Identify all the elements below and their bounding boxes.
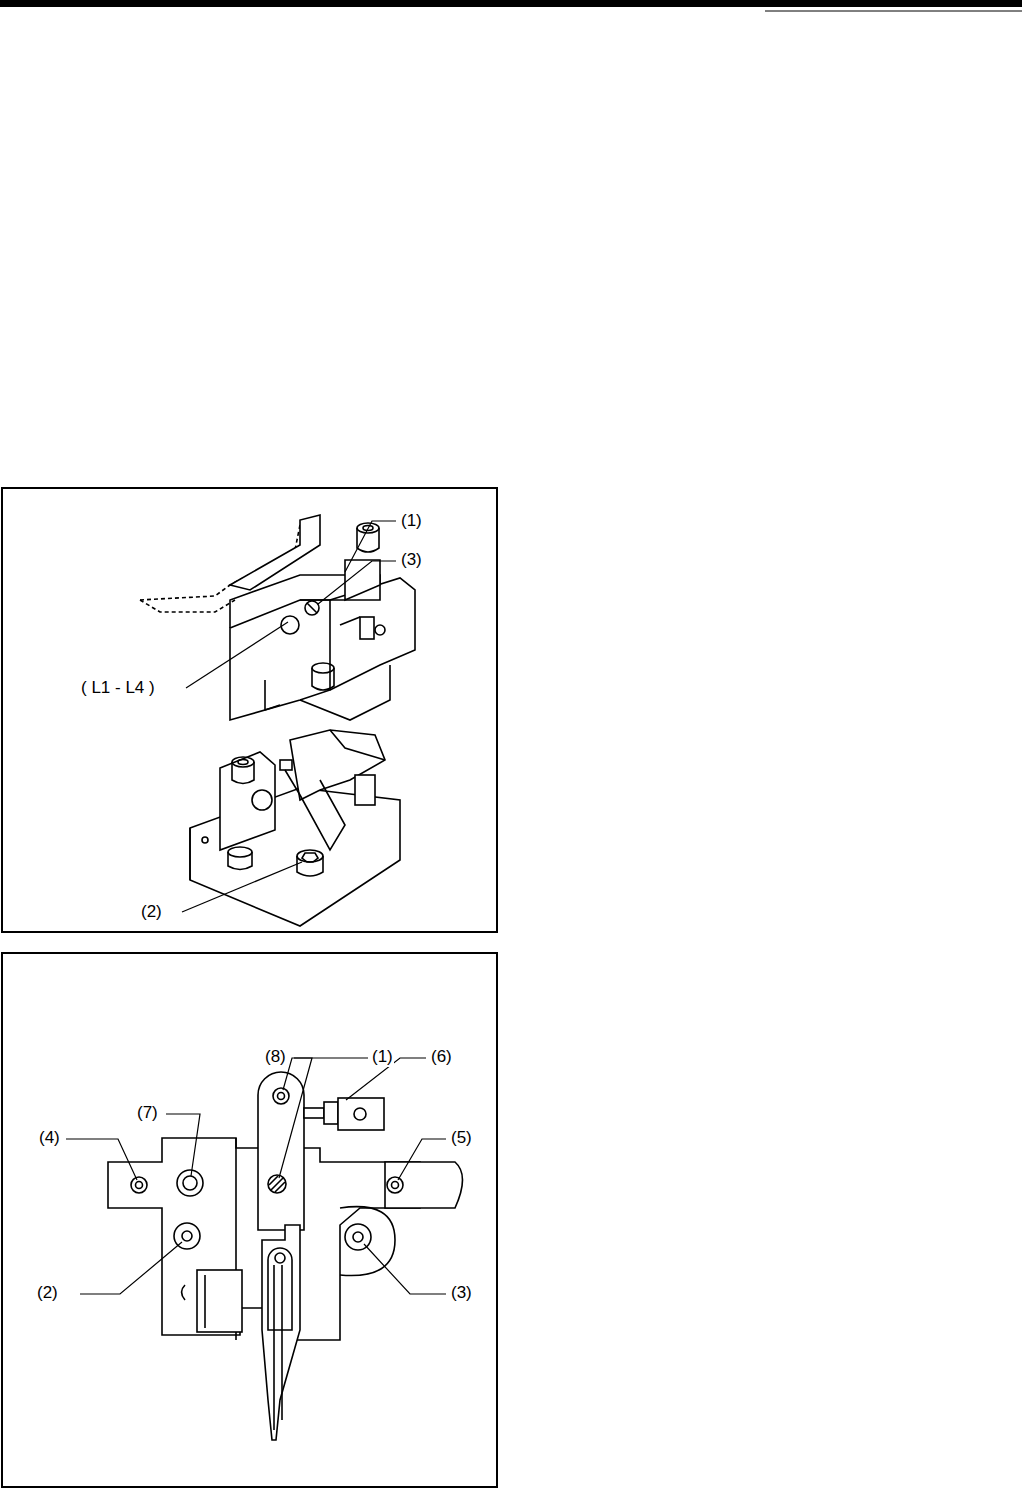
- callout-number: (2): [140, 903, 163, 922]
- callout-number: (1): [400, 512, 423, 531]
- callout-number: (1): [371, 1048, 394, 1067]
- callout-number: (7): [136, 1104, 159, 1123]
- callout-number: (2): [36, 1284, 59, 1303]
- callout-number: (4): [38, 1129, 61, 1148]
- callout-number: (5): [450, 1129, 473, 1148]
- callout-number: ( L1 - L4 ): [80, 679, 156, 698]
- callout-number: (8): [264, 1048, 287, 1067]
- callout-number: (3): [400, 551, 423, 570]
- callout-number: (6): [430, 1048, 453, 1067]
- callout-number: (3): [450, 1284, 473, 1303]
